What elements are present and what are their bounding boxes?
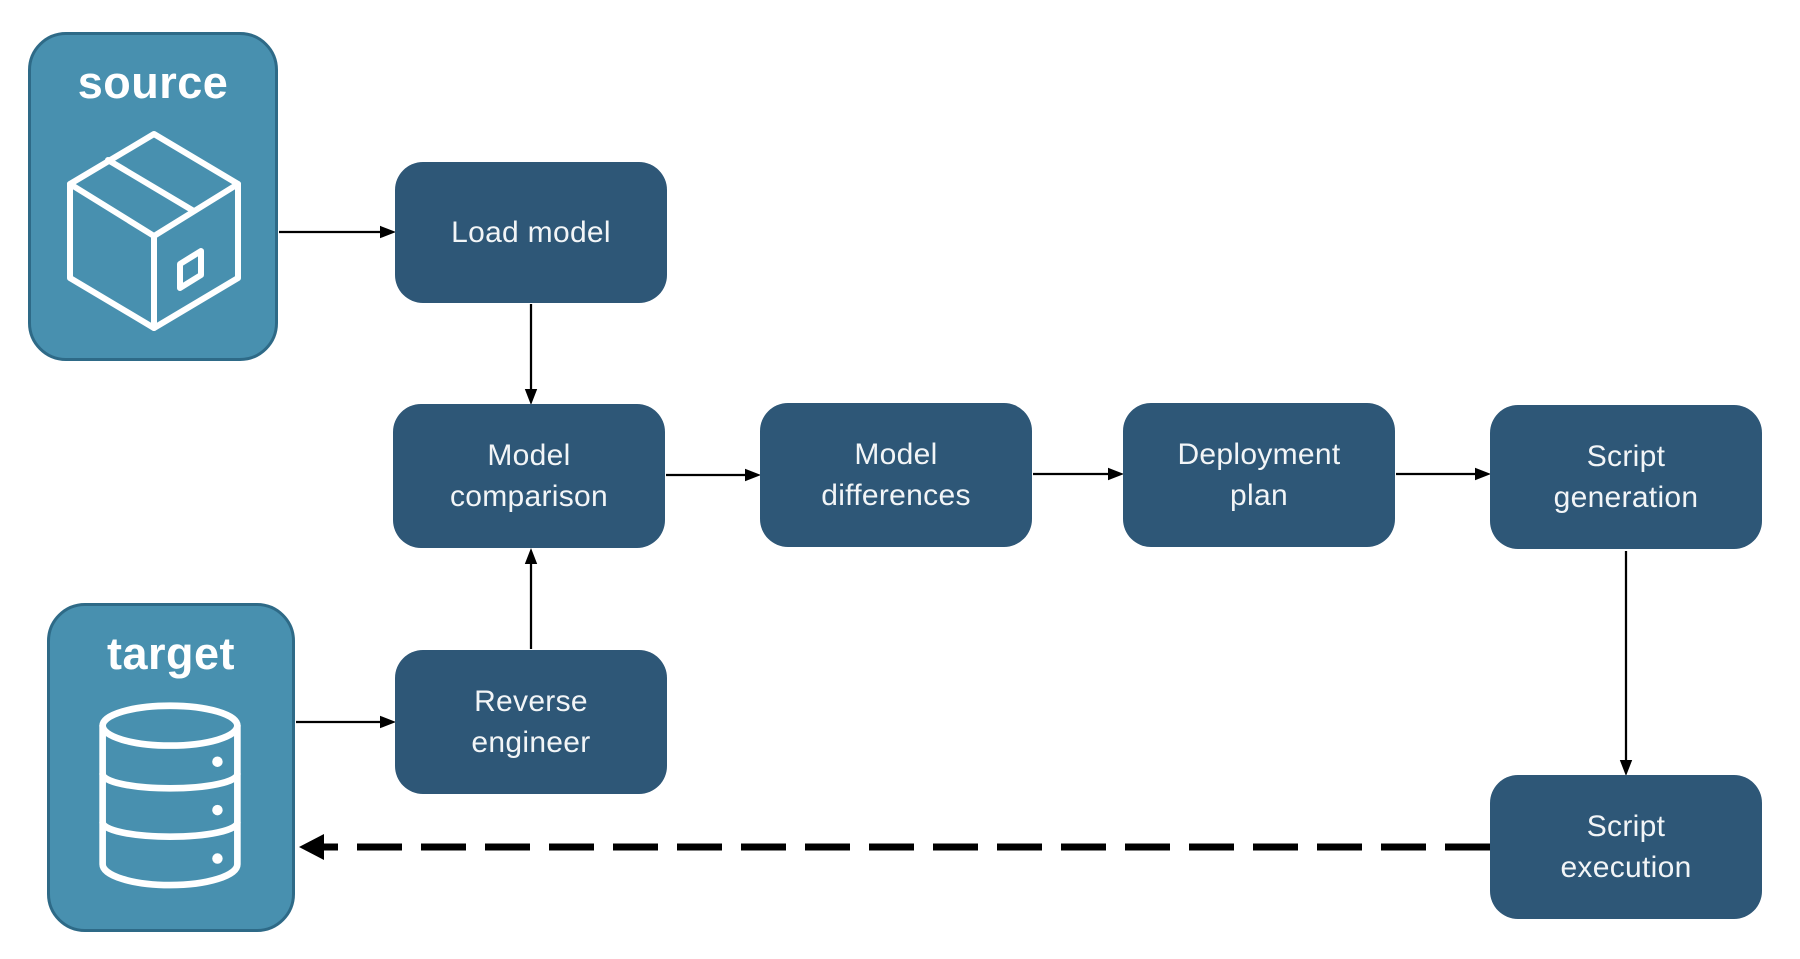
node-reverse-engineer-label: Reverse engineer — [471, 684, 591, 759]
node-script-execution-label: Script execution — [1560, 809, 1692, 884]
package-icon — [67, 131, 241, 331]
node-model-comparison-label: Model comparison — [449, 438, 609, 513]
node-model-comparison: Model comparison — [393, 404, 665, 548]
arrow-reverse-engineer-to-model-comparison — [524, 548, 538, 649]
node-script-execution: Script execution — [1490, 775, 1762, 919]
arrow-target-to-reverse-engineer — [296, 715, 396, 729]
node-deployment-plan-label: Deployment plan — [1177, 437, 1341, 512]
arrow-deployment-plan-to-script-generation — [1396, 467, 1491, 481]
node-script-generation: Script generation — [1490, 405, 1762, 549]
arrow-model-comparison-to-model-differences — [666, 468, 761, 482]
arrow-load-model-to-model-comparison — [524, 304, 538, 405]
arrow-model-differences-to-deployment-plan — [1033, 467, 1124, 481]
node-load-model: Load model — [395, 162, 667, 303]
node-deployment-plan: Deployment plan — [1123, 403, 1395, 547]
node-load-model-label: Load model — [451, 215, 611, 249]
entity-source-label: source — [77, 57, 229, 108]
arrow-script-execution-to-target-dashed — [299, 834, 1490, 860]
node-reverse-engineer: Reverse engineer — [395, 650, 667, 794]
arrow-script-generation-to-script-execution — [1619, 551, 1633, 776]
entity-target-label: target — [106, 628, 236, 679]
arrow-source-to-load-model — [279, 225, 396, 239]
entity-target: target — [47, 603, 295, 932]
database-icon — [99, 702, 241, 889]
node-model-differences-label: Model differences — [821, 437, 971, 512]
node-script-generation-label: Script generation — [1553, 439, 1699, 514]
node-model-differences: Model differences — [760, 403, 1032, 547]
